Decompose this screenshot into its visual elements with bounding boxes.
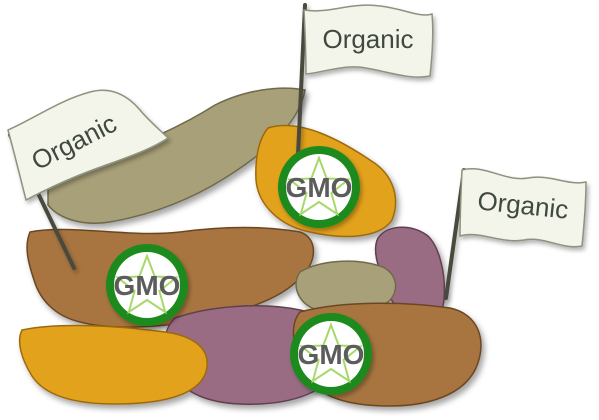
- flag-cloth: [459, 168, 587, 248]
- badges-layer: GMO GMO GMO: [106, 146, 372, 395]
- badge-inner: [286, 154, 352, 220]
- star-outline-icon: [286, 155, 352, 217]
- flag-label: Organic: [322, 24, 413, 54]
- khaki-shape-small: [295, 260, 397, 313]
- flag-right: Organic: [444, 168, 587, 300]
- flag-left: Organic: [7, 89, 170, 270]
- badge-left: GMO: [106, 244, 188, 326]
- orange-shape-bottom-left: [18, 324, 208, 405]
- flag-top: Organic: [296, 3, 434, 157]
- star-outline-icon: [114, 253, 180, 315]
- badge-top: GMO: [278, 146, 360, 228]
- badge-label: GMO: [298, 339, 365, 370]
- badge-label: GMO: [286, 172, 353, 203]
- badge-inner: [298, 321, 364, 387]
- flag-cloth: [303, 4, 434, 78]
- star-outline-icon: [298, 322, 364, 384]
- badge-label: GMO: [114, 270, 181, 301]
- badge-inner: [114, 252, 180, 318]
- flag-cloth: [7, 89, 170, 202]
- flag-pole: [296, 3, 307, 157]
- badge-bottom: GMO: [290, 313, 372, 395]
